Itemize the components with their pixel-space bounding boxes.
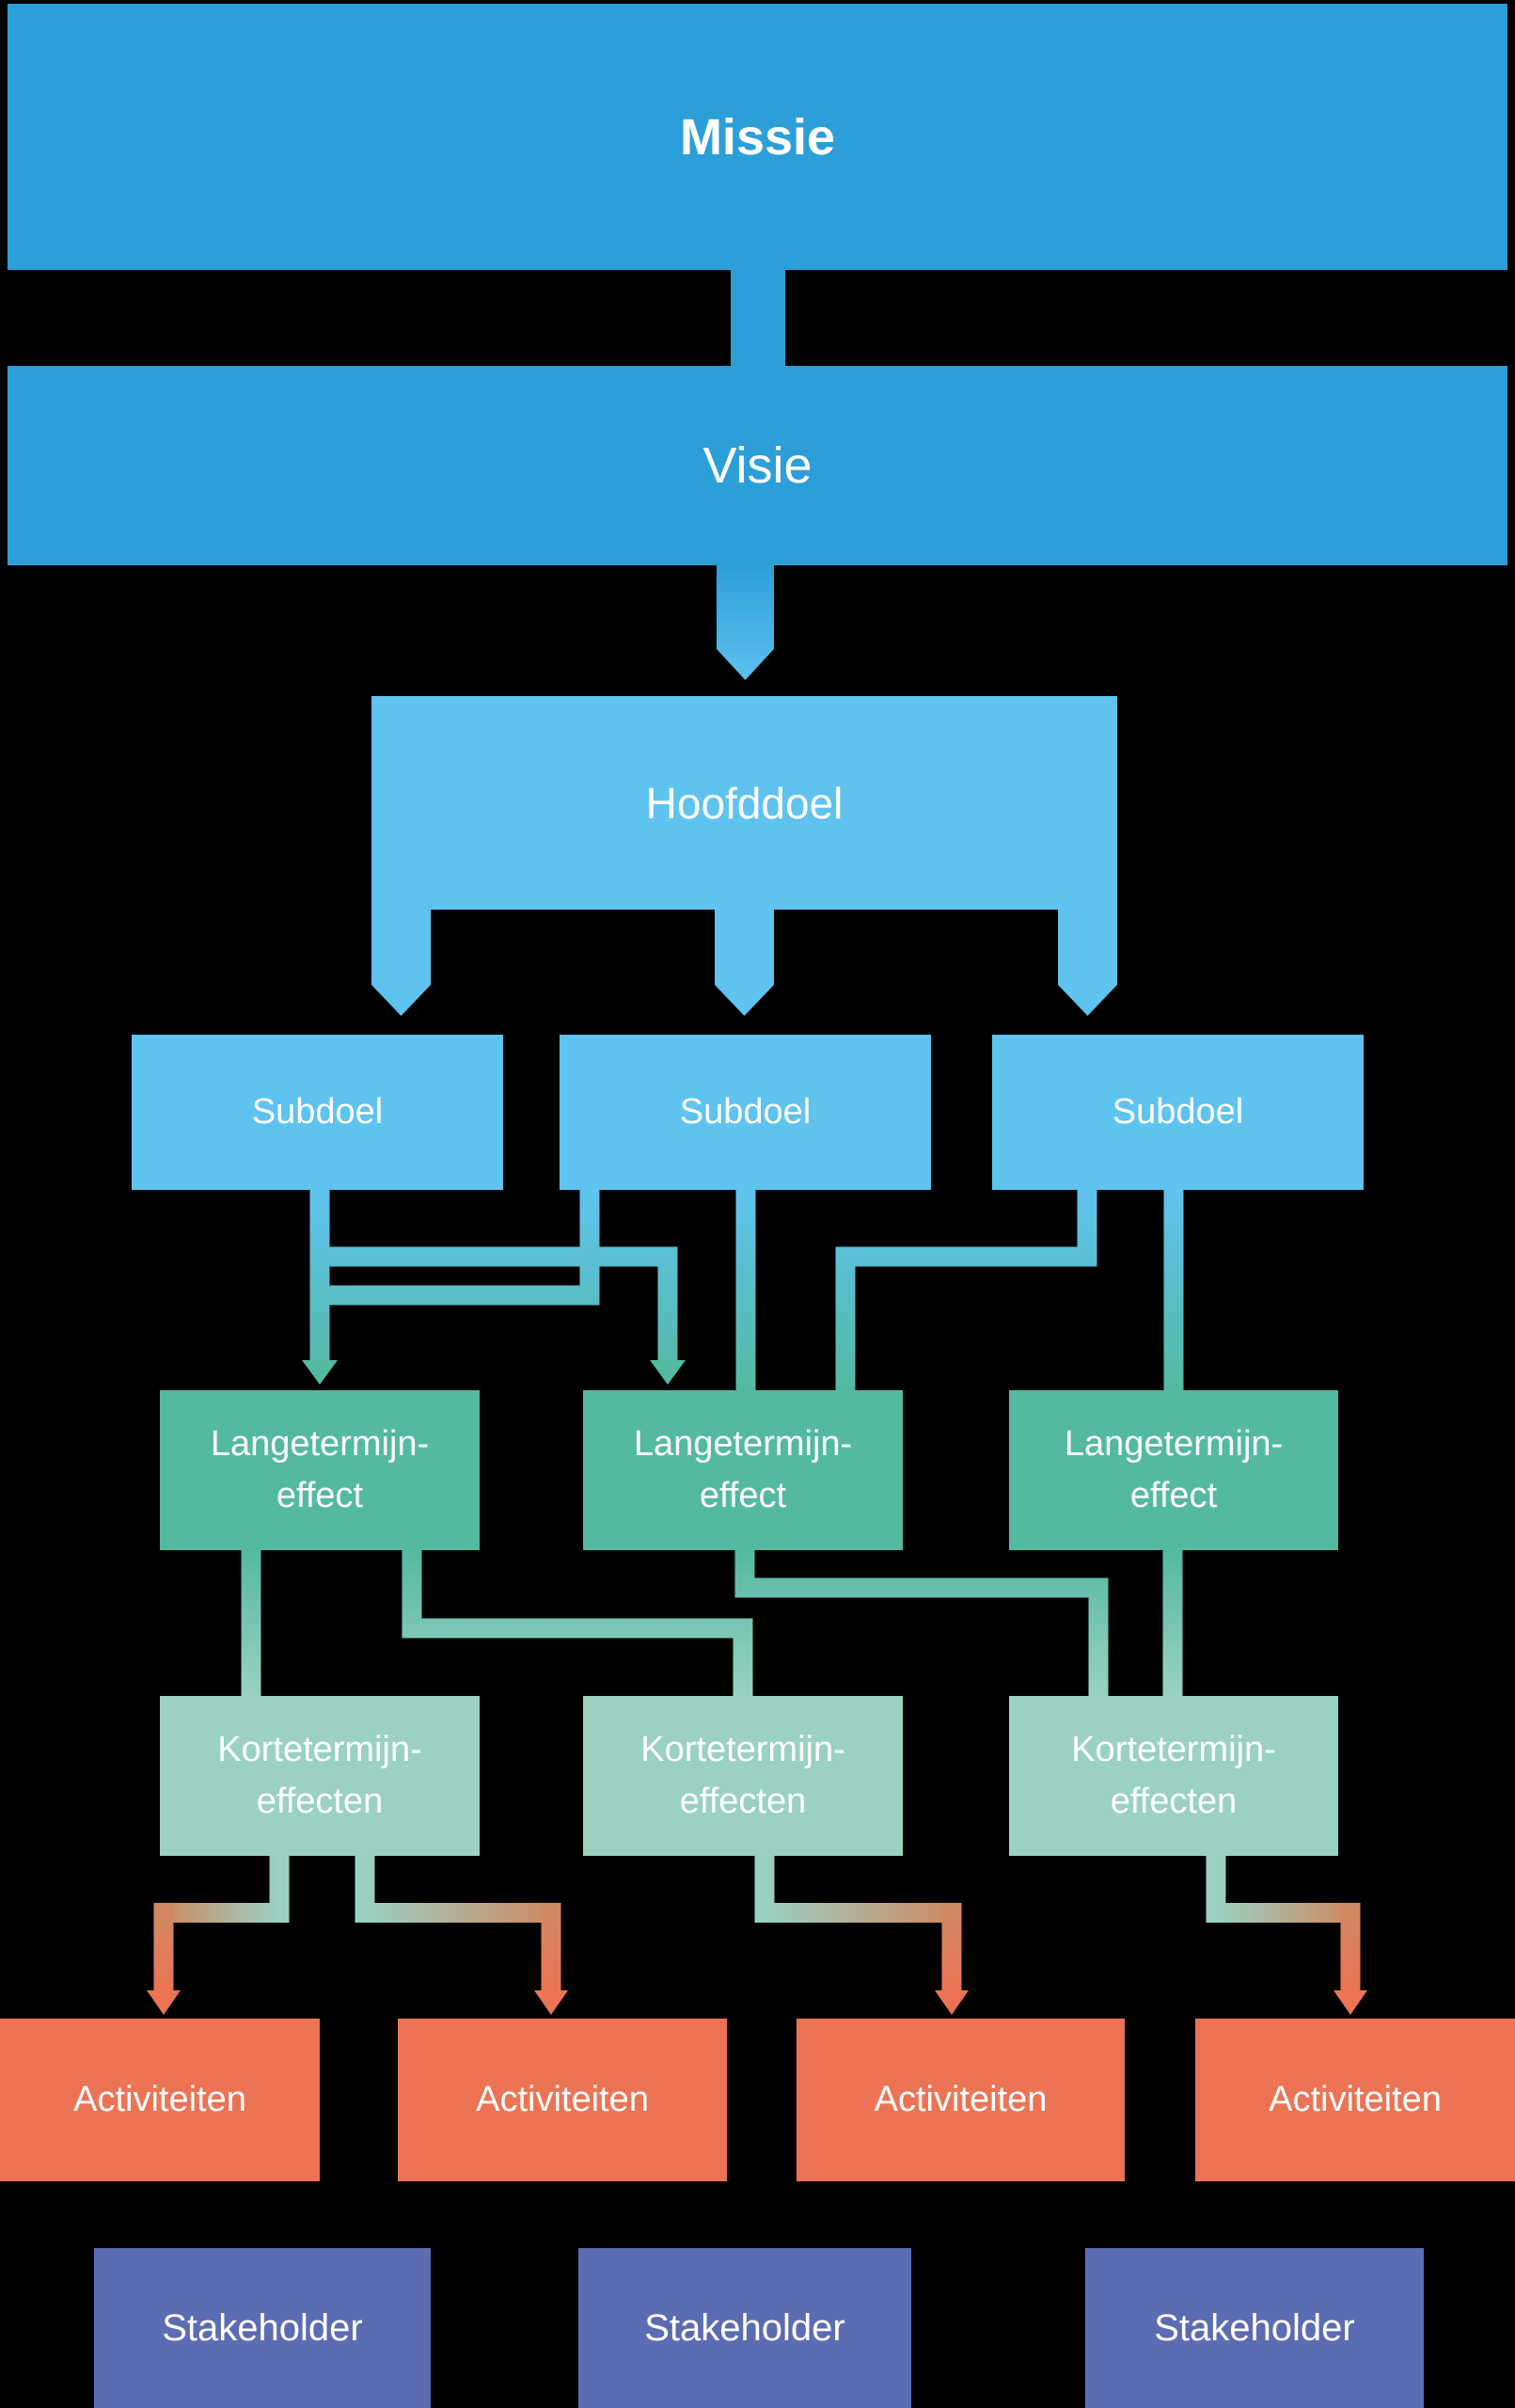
- node-kortetermijn-effecten-1-line1: Kortetermijn-: [217, 1729, 422, 1769]
- node-langetermijn-effect-1-line1: Langetermijn-: [210, 1423, 430, 1464]
- node-subdoel-2: Subdoel: [560, 1035, 931, 1190]
- node-activiteiten-1: Activiteiten: [0, 2019, 320, 2181]
- node-kortetermijn-effecten-2-line2: effecten: [679, 1782, 807, 1821]
- arrowhead-activiteiten2: [534, 1990, 568, 2015]
- connector-subdoel2-langetermijn1: [320, 1190, 600, 1306]
- node-missie-label: Missie: [679, 108, 836, 166]
- node-kortetermijn-effecten-2: Kortetermijn- effecten: [583, 1696, 903, 1856]
- node-langetermijn-effect-1-line2: effect: [276, 1476, 364, 1515]
- arrow-visie-hoofddoel: [717, 564, 774, 680]
- arrowhead-activiteiten3: [935, 1990, 969, 2015]
- node-langetermijn-effect-3-line2: effect: [1129, 1476, 1218, 1515]
- arrow-hoofddoel-subdoel-1: [371, 910, 431, 1016]
- connector-subdoel1-langetermijn2: [320, 1246, 678, 1360]
- connector-kortetermijn3-activiteiten4: [1206, 1856, 1367, 2015]
- node-langetermijn-effect-2-line1: Langetermijn-: [633, 1423, 853, 1464]
- node-subdoel-1-label: Subdoel: [251, 1092, 384, 1132]
- node-missie: Missie: [8, 4, 1507, 270]
- node-langetermijn-effect-3: Langetermijn- effect: [1009, 1390, 1338, 1550]
- node-hoofddoel: Hoofddoel: [371, 696, 1117, 910]
- node-stakeholder-3-label: Stakeholder: [1154, 2306, 1355, 2349]
- node-kortetermijn-effecten-3-line1: Kortetermijn-: [1071, 1729, 1276, 1769]
- arrowhead-langetermijn2: [650, 1360, 686, 1385]
- arrowhead-langetermijn1: [302, 1360, 338, 1385]
- node-langetermijn-effect-3-line1: Langetermijn-: [1064, 1423, 1284, 1464]
- node-kortetermijn-effecten-1: Kortetermijn- effecten: [160, 1696, 480, 1856]
- node-activiteiten-4: Activiteiten: [1195, 2019, 1515, 2181]
- arrow-hoofddoel-subdoel-3: [1058, 910, 1117, 1016]
- node-subdoel-3-label: Subdoel: [1112, 1092, 1244, 1132]
- node-subdoel-2-label: Subdoel: [679, 1092, 812, 1132]
- node-kortetermijn-effecten-1-line2: effecten: [256, 1782, 384, 1821]
- node-subdoel-1: Subdoel: [132, 1035, 503, 1190]
- node-stakeholder-3: Stakeholder: [1085, 2248, 1424, 2408]
- connector-kortetermijn1-activiteiten2: [355, 1856, 568, 2015]
- node-langetermijn-effect-1: Langetermijn- effect: [160, 1390, 480, 1550]
- node-kortetermijn-effecten-3: Kortetermijn- effecten: [1009, 1696, 1338, 1856]
- node-visie: Visie: [8, 366, 1507, 565]
- node-kortetermijn-effecten-2-line1: Kortetermijn-: [640, 1729, 845, 1769]
- node-activiteiten-1-label: Activiteiten: [73, 2080, 246, 2119]
- node-subdoel-3: Subdoel: [992, 1035, 1364, 1190]
- arrowhead-activiteiten1: [147, 1990, 181, 2015]
- node-activiteiten-3: Activiteiten: [797, 2019, 1125, 2181]
- node-activiteiten-3-label: Activiteiten: [874, 2080, 1048, 2119]
- node-activiteiten-2: Activiteiten: [398, 2019, 727, 2181]
- connector-langetermijn1-kortetermijn2: [402, 1550, 753, 1696]
- connector-subdoel3-langetermijn2: [835, 1190, 1097, 1390]
- node-stakeholder-2-label: Stakeholder: [644, 2306, 845, 2349]
- node-stakeholder-1-label: Stakeholder: [162, 2306, 363, 2349]
- node-stakeholder-2: Stakeholder: [578, 2248, 911, 2408]
- node-kortetermijn-effecten-3-line2: effecten: [1110, 1782, 1238, 1821]
- node-visie-label: Visie: [702, 437, 813, 494]
- node-langetermijn-effect-2-line2: effect: [699, 1476, 787, 1515]
- node-stakeholder-1: Stakeholder: [94, 2248, 431, 2408]
- connector-kortetermijn1-activiteiten1: [147, 1856, 290, 2015]
- node-activiteiten-4-label: Activiteiten: [1269, 2080, 1442, 2119]
- node-activiteiten-2-label: Activiteiten: [476, 2080, 649, 2119]
- connector-missie-visie: [731, 270, 785, 367]
- node-langetermijn-effect-2: Langetermijn- effect: [583, 1390, 903, 1550]
- connector-langetermijn2-kortetermijn3: [734, 1550, 1109, 1696]
- arrowhead-activiteiten4: [1334, 1990, 1367, 2015]
- connector-kortetermijn2-activiteiten3: [754, 1856, 969, 2015]
- arrow-hoofddoel-subdoel-2: [715, 910, 774, 1016]
- node-hoofddoel-label: Hoofddoel: [645, 778, 844, 828]
